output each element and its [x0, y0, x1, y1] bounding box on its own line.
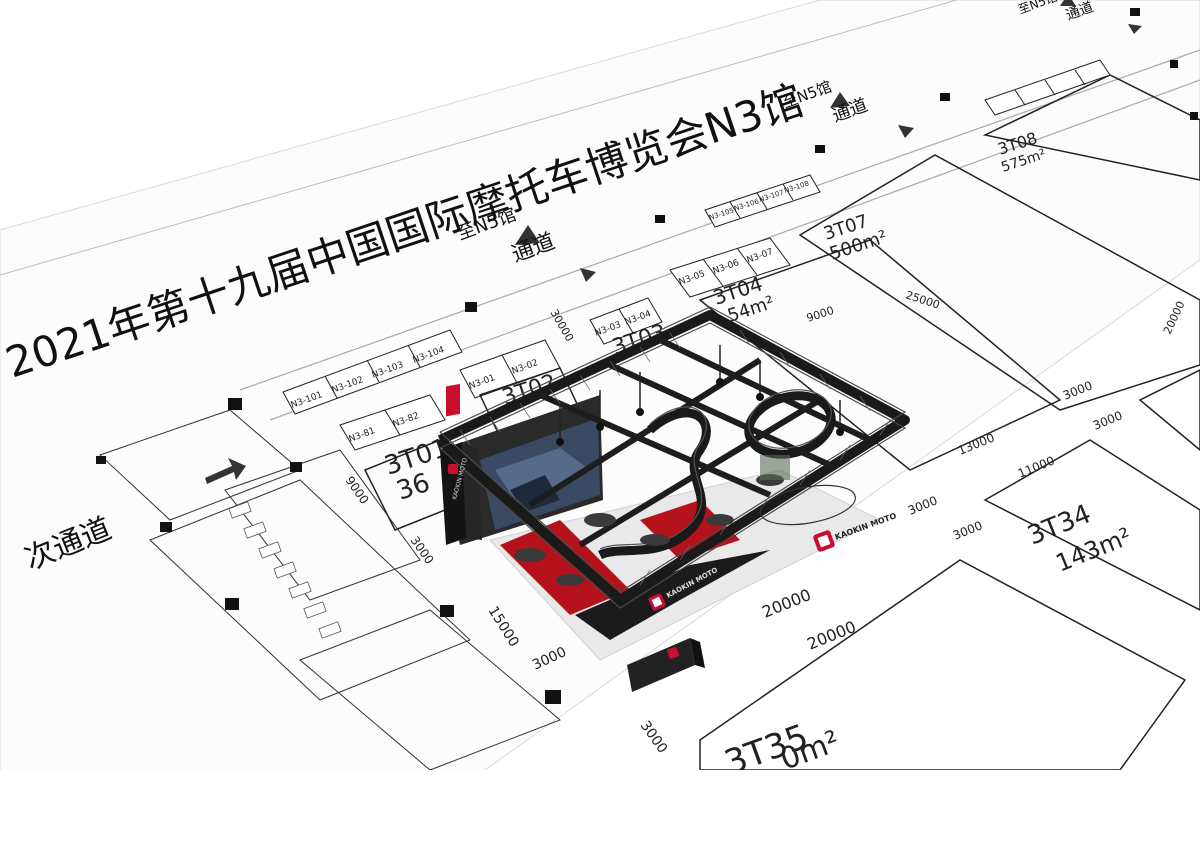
arrow-up-icon	[515, 225, 540, 245]
booth-3t07-outline	[798, 154, 1200, 411]
arrow-up-icon	[830, 92, 850, 108]
kaokin-logo-icon	[813, 530, 835, 552]
booth-3t35-outline	[699, 559, 1187, 771]
arrow-right-icon	[580, 268, 596, 282]
bottom-margin	[0, 770, 1200, 845]
kaokin-logo-icon	[667, 647, 679, 659]
booth-3d-model: KAOKIN MOTO KAOKIN MOTO KAOKIN MOTO	[436, 306, 910, 692]
kaokin-logo-icon	[448, 464, 458, 474]
kaokin-logo-icon	[648, 593, 666, 611]
booth-3t08-outline	[982, 74, 1200, 181]
arrow-right-icon	[1128, 24, 1142, 34]
arrow-up-icon	[1060, 0, 1076, 6]
aisle-arrows	[205, 0, 1142, 484]
arrow-right-icon	[898, 125, 914, 138]
arrow-right-icon	[205, 458, 246, 484]
booth-3t34-outline	[983, 439, 1200, 611]
front-pedestal	[627, 638, 695, 692]
